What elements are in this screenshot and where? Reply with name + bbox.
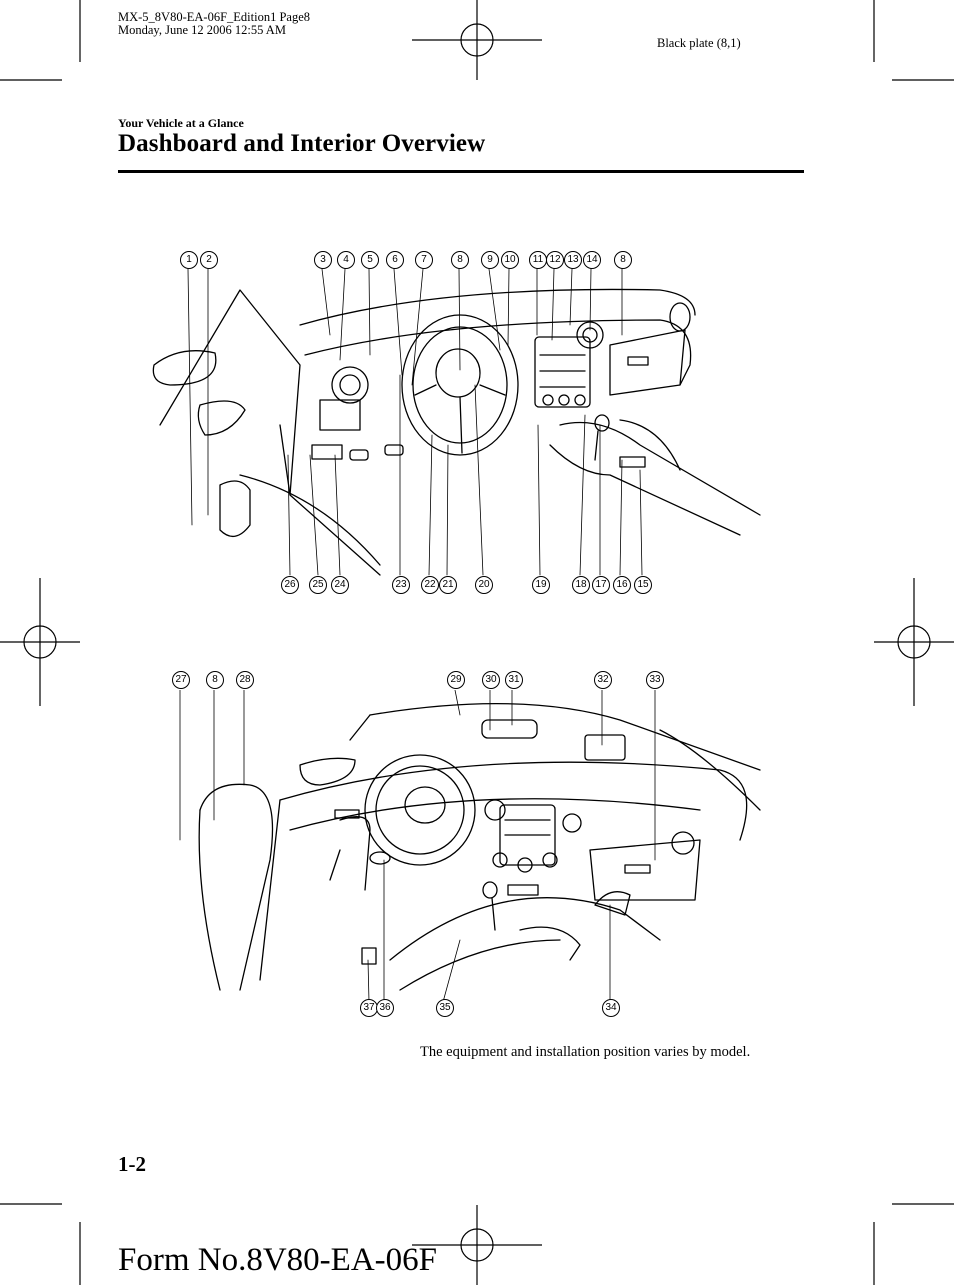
callout-4: 4 (337, 251, 355, 269)
callout-5: 5 (361, 251, 379, 269)
callout-28: 28 (236, 671, 254, 689)
callout-6: 6 (386, 251, 404, 269)
title-rule (118, 170, 804, 173)
callout-31: 31 (505, 671, 523, 689)
callout-19: 19 (532, 576, 550, 594)
figure-note: The equipment and installation position … (420, 1044, 751, 1060)
callout-24: 24 (331, 576, 349, 594)
callout-1: 1 (180, 251, 198, 269)
dashboard-illustration (152, 268, 761, 576)
callout-8: 8 (451, 251, 469, 269)
section-label: Your Vehicle at a Glance (118, 116, 244, 130)
callout-8c: 8 (206, 671, 224, 689)
callout-33: 33 (646, 671, 664, 689)
callout-7: 7 (415, 251, 433, 269)
callout-8b: 8 (614, 251, 632, 269)
callout-22: 22 (421, 576, 439, 594)
callout-27: 27 (172, 671, 190, 689)
callout-35: 35 (436, 999, 454, 1017)
callout-18: 18 (572, 576, 590, 594)
callout-10: 10 (501, 251, 519, 269)
page-number: 1-2 (118, 1152, 146, 1176)
callout-25: 25 (309, 576, 327, 594)
callout-12: 12 (546, 251, 564, 269)
callout-20: 20 (475, 576, 493, 594)
print-date-line: Monday, June 12 2006 12:55 AM (118, 23, 286, 37)
callout-29: 29 (447, 671, 465, 689)
callout-9: 9 (481, 251, 499, 269)
callout-13: 13 (564, 251, 582, 269)
callout-3: 3 (314, 251, 332, 269)
callout-34: 34 (602, 999, 620, 1017)
callout-15: 15 (634, 576, 652, 594)
callout-16: 16 (613, 576, 631, 594)
callout-36: 36 (376, 999, 394, 1017)
callout-26: 26 (281, 576, 299, 594)
print-job-line: MX-5_8V80-EA-06F_Edition1 Page8 (118, 10, 310, 24)
page-title: Dashboard and Interior Overview (118, 130, 486, 157)
callout-30: 30 (482, 671, 500, 689)
callout-23: 23 (392, 576, 410, 594)
callout-2: 2 (200, 251, 218, 269)
callout-21: 21 (439, 576, 457, 594)
interior-illustration (179, 690, 761, 1003)
callout-14: 14 (583, 251, 601, 269)
callout-11: 11 (529, 251, 547, 269)
print-plate: Black plate (8,1) (657, 36, 741, 50)
form-number: Form No.8V80-EA-06F (118, 1242, 437, 1278)
callout-17: 17 (592, 576, 610, 594)
callout-32: 32 (594, 671, 612, 689)
